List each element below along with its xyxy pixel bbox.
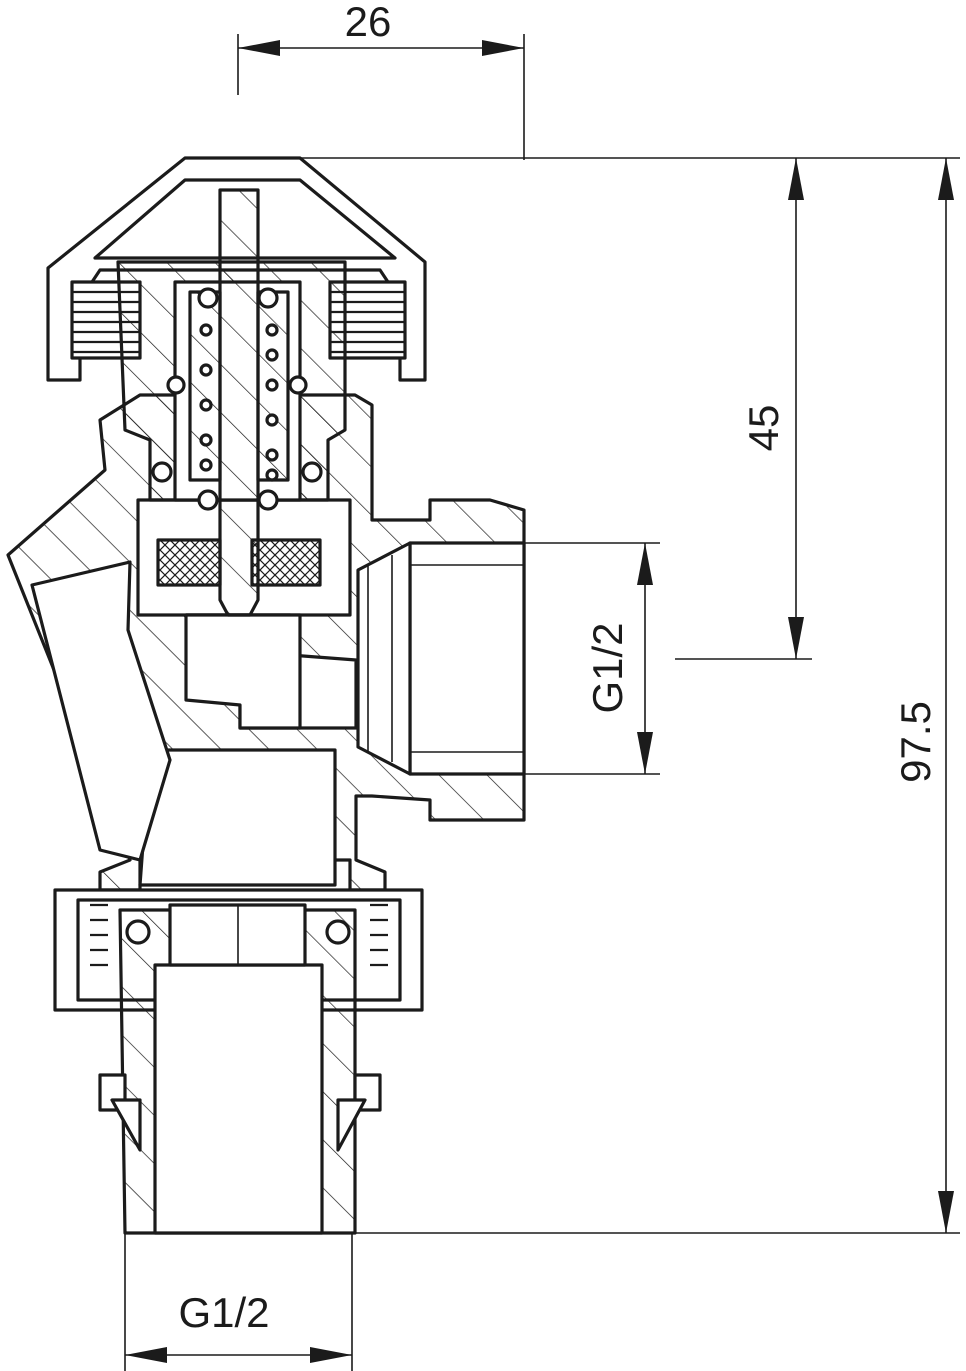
- dimension-label-side-thread: G1/2: [584, 622, 631, 713]
- spindle: [218, 188, 260, 617]
- dimension-label-top-width: 26: [345, 0, 392, 45]
- dimension-side-thread: [524, 542, 660, 775]
- dimension-bottom-thread: [124, 1233, 353, 1371]
- seal-discs: [156, 538, 322, 587]
- dimension-label-total-height: 97.5: [892, 701, 939, 783]
- dimension-total-height: [352, 158, 960, 1234]
- side-outlet: [356, 541, 526, 776]
- dimension-label-bottom-thread: G1/2: [178, 1289, 269, 1336]
- tailpiece: [98, 903, 382, 1235]
- dimension-label-upper-height: 45: [740, 405, 787, 452]
- springs: [199, 323, 279, 482]
- o-rings: [151, 287, 323, 511]
- dimension-top-width: [237, 34, 525, 160]
- dimension-upper-height: [300, 157, 960, 660]
